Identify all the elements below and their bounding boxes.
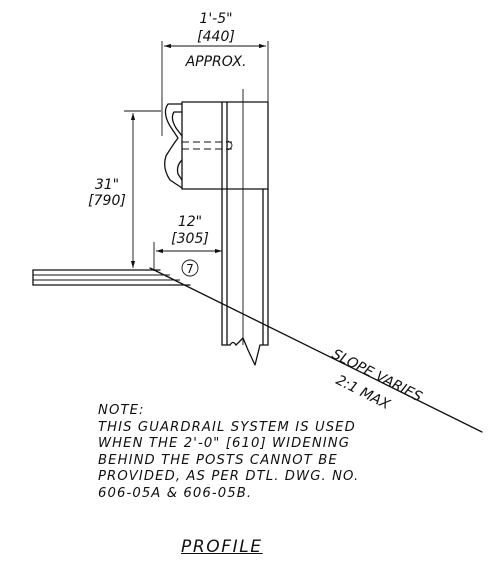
note-line: WHEN THE 2'-0" [610] WIDENING [98, 436, 351, 452]
offset-dimension: 12" [305] [153, 214, 222, 271]
height-dimension: 31" [790] [88, 110, 161, 268]
height-metric: [790] [88, 193, 126, 209]
top-width-qualifier: APPROX. [185, 54, 247, 70]
offset-imperial: 12" [178, 214, 202, 230]
drawing-title: PROFILE [181, 537, 263, 557]
top-width-imperial: 1'-5" [199, 11, 232, 27]
callout-number: 7 [186, 262, 194, 276]
note-heading: NOTE: [98, 403, 145, 418]
note-line: 606-05A & 606-05B. [98, 485, 253, 501]
note-line: THIS GUARDRAIL SYSTEM IS USED [98, 419, 356, 435]
offset-metric: [305] [171, 231, 209, 247]
general-note: NOTE: THIS GUARDRAIL SYSTEM IS USED WHEN… [98, 403, 398, 503]
note-line: PROVIDED, AS PER DTL. DWG. NO. [98, 469, 360, 485]
w-beam-rail [164, 103, 183, 189]
callout-7: 7 [181, 259, 199, 277]
top-width-metric: [440] [197, 29, 235, 45]
height-imperial: 31" [95, 177, 119, 193]
note-line: BEHIND THE POSTS CANNOT BE [98, 452, 338, 468]
pavement [32, 269, 191, 286]
bolt [182, 140, 233, 151]
top-width-dimension: 1'-5" [440] APPROX. [161, 11, 269, 136]
